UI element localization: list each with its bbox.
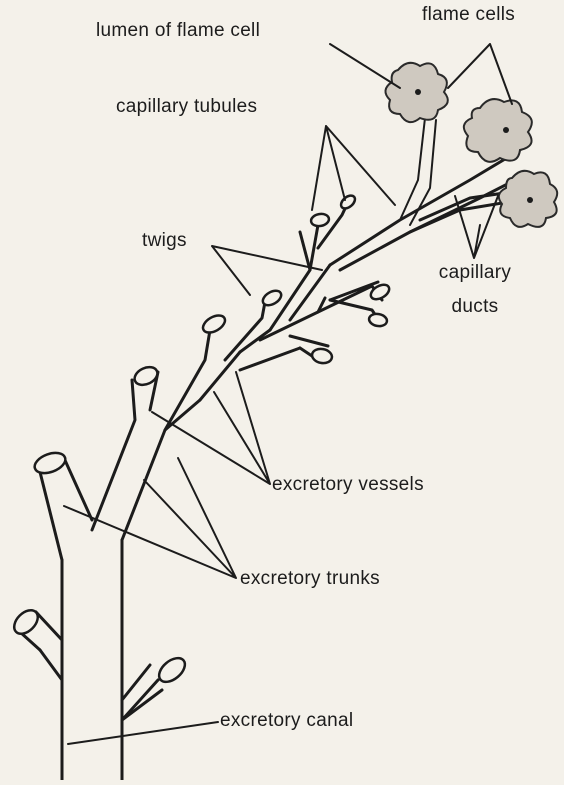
- label-flame-cells: flame cells: [422, 4, 515, 26]
- excretory-trunks-drawing: [32, 364, 200, 560]
- capillary-ducts-drawing: [400, 118, 436, 225]
- label-lumen-of-flame-cell: lumen of flame cell: [96, 20, 260, 42]
- label-capillary-ducts-line2: ducts: [430, 296, 520, 318]
- label-excretory-canal: excretory canal: [220, 710, 353, 732]
- label-excretory-vessels: excretory vessels: [272, 474, 424, 496]
- label-capillary-tubules: capillary tubules: [116, 96, 257, 118]
- excretory-canal-drawing: [10, 540, 190, 780]
- label-twigs: twigs: [142, 230, 187, 252]
- leader-lines: [64, 44, 512, 744]
- label-capillary-ducts-line1: capillary: [430, 262, 520, 284]
- label-excretory-trunks: excretory trunks: [240, 568, 380, 590]
